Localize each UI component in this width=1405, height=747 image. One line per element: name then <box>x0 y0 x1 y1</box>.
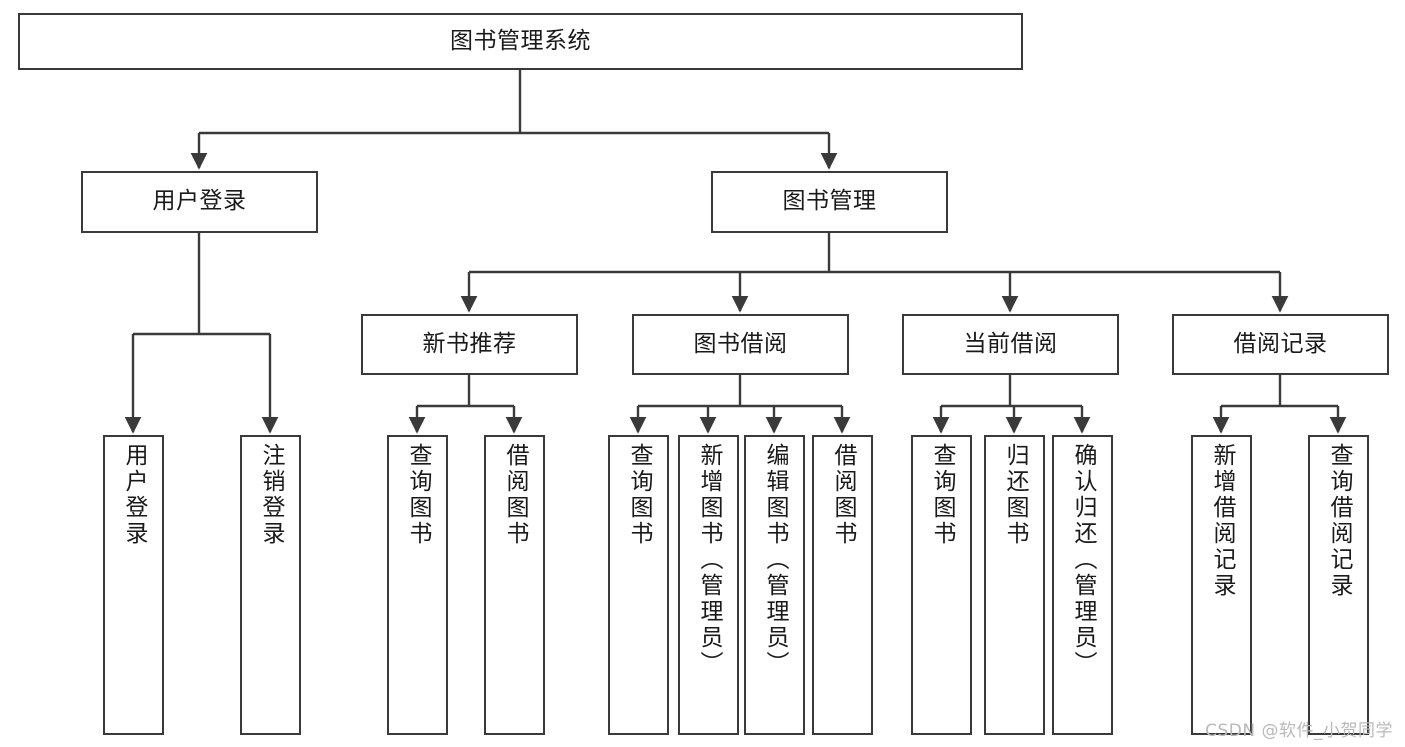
node-leaf-query-book-3-label: 查询图书 <box>929 443 955 547</box>
node-leaf-user-logout[interactable]: 注销登录 <box>240 435 301 735</box>
node-leaf-query-book-1-label: 查询图书 <box>405 443 431 547</box>
node-leaf-borrow-book-2[interactable]: 借阅图书 <box>812 435 873 735</box>
node-root-label: 图书管理系统 <box>450 27 591 54</box>
node-book-manage[interactable]: 图书管理 <box>711 171 948 233</box>
node-leaf-add-book-admin-label: 新增图书（管理员） <box>696 443 722 677</box>
node-book-borrow-label: 图书借阅 <box>693 330 788 357</box>
node-leaf-query-book-1[interactable]: 查询图书 <box>387 435 448 735</box>
node-book-manage-label: 图书管理 <box>782 188 877 215</box>
node-leaf-confirm-return-label: 确认归还（管理员） <box>1070 443 1096 677</box>
node-leaf-edit-book-admin[interactable]: 编辑图书（管理员） <box>744 435 805 735</box>
node-leaf-query-borrow-rec[interactable]: 查询借阅记录 <box>1308 435 1369 735</box>
node-leaf-return-book[interactable]: 归还图书 <box>984 435 1045 735</box>
node-leaf-edit-book-admin-label: 编辑图书（管理员） <box>762 443 788 677</box>
node-leaf-borrow-book-2-label: 借阅图书 <box>830 443 856 547</box>
node-leaf-return-book-label: 归还图书 <box>1002 443 1028 547</box>
node-user-login-label: 用户登录 <box>152 188 247 215</box>
node-new-book-rec[interactable]: 新书推荐 <box>361 314 578 375</box>
node-current-borrow[interactable]: 当前借阅 <box>902 314 1119 375</box>
node-leaf-add-borrow-rec-label: 新增借阅记录 <box>1209 443 1235 599</box>
node-book-borrow[interactable]: 图书借阅 <box>632 314 849 375</box>
node-leaf-add-book-admin[interactable]: 新增图书（管理员） <box>678 435 739 735</box>
node-user-login[interactable]: 用户登录 <box>81 171 318 233</box>
node-leaf-query-book-2[interactable]: 查询图书 <box>608 435 669 735</box>
node-leaf-borrow-book-1[interactable]: 借阅图书 <box>484 435 545 735</box>
node-leaf-confirm-return[interactable]: 确认归还（管理员） <box>1052 435 1113 735</box>
node-leaf-query-book-3[interactable]: 查询图书 <box>911 435 972 735</box>
node-current-borrow-label: 当前借阅 <box>963 330 1058 357</box>
watermark-text: CSDN @软件_小贺同学 <box>1205 721 1393 741</box>
node-borrow-record[interactable]: 借阅记录 <box>1172 314 1389 375</box>
node-leaf-user-login-label: 用户登录 <box>121 443 147 547</box>
node-leaf-borrow-book-1-label: 借阅图书 <box>502 443 528 547</box>
node-leaf-add-borrow-rec[interactable]: 新增借阅记录 <box>1191 435 1252 735</box>
node-leaf-user-login[interactable]: 用户登录 <box>103 435 164 735</box>
node-borrow-record-label: 借阅记录 <box>1233 330 1328 357</box>
node-leaf-query-borrow-rec-label: 查询借阅记录 <box>1326 443 1352 599</box>
node-root[interactable]: 图书管理系统 <box>18 13 1023 70</box>
node-new-book-rec-label: 新书推荐 <box>422 330 517 357</box>
node-leaf-user-logout-label: 注销登录 <box>258 443 284 547</box>
node-leaf-query-book-2-label: 查询图书 <box>626 443 652 547</box>
